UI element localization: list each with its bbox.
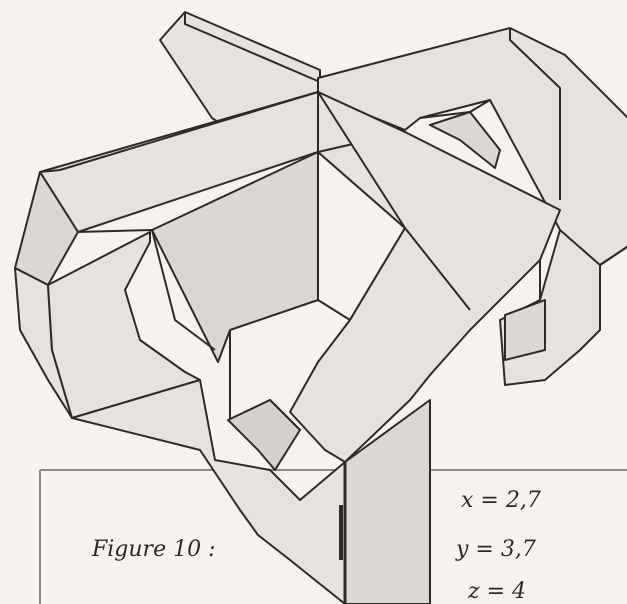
figure-caption: Figure 10 : bbox=[92, 537, 216, 562]
coordinate-x: x = 2,7 bbox=[461, 488, 541, 513]
coordinate-z: z = 4 bbox=[468, 579, 527, 604]
left-box-side bbox=[14, 229, 201, 419]
caption-box bbox=[39, 469, 627, 604]
coordinate-y: y = 3,7 bbox=[456, 537, 536, 562]
front-post bbox=[71, 379, 431, 604]
right-leg bbox=[499, 229, 627, 386]
central-crossing-beam bbox=[289, 91, 561, 463]
